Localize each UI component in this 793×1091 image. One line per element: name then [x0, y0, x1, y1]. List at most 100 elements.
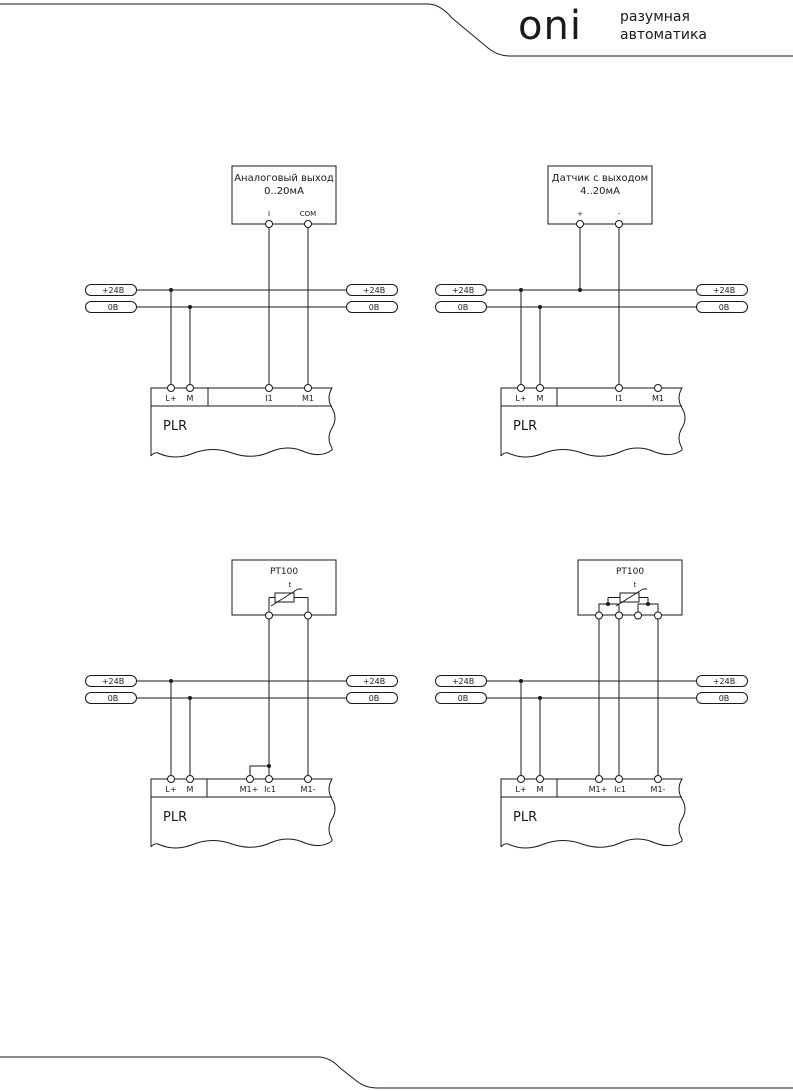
- plc-terminal-label: M: [187, 394, 194, 403]
- plc-label: PLR: [513, 419, 537, 434]
- plc-terminal: [595, 775, 603, 783]
- device-pin-label: -: [618, 210, 621, 218]
- rail-tag-plus-left: [85, 675, 137, 687]
- device-range: 0..20мА: [264, 186, 304, 197]
- plc-body: [150, 778, 336, 849]
- device-name: PT100: [616, 567, 644, 577]
- device-name: Датчик с выходом: [552, 173, 648, 184]
- thermal-arrow: [270, 588, 299, 607]
- device-terminal: [595, 611, 603, 620]
- plc-label: PLR: [163, 419, 187, 434]
- plc-body: [500, 387, 686, 458]
- device-pin-label: COM: [300, 210, 316, 218]
- device-range: 4..20мА: [580, 186, 620, 197]
- rail-tag-plus-right: [346, 675, 398, 687]
- plc-terminal-label: L+: [165, 394, 176, 403]
- plc-terminal-label: M1-: [651, 785, 666, 794]
- device-box: [547, 165, 653, 225]
- plc-terminal-label: Ic1: [614, 785, 626, 794]
- plc-terminal-label: M: [537, 394, 544, 403]
- rail-tag-plus-right: [346, 284, 398, 296]
- plc-terminal: [246, 775, 254, 783]
- rail-label-zero: 0В: [108, 303, 119, 312]
- plc-terminal-label: L+: [515, 394, 526, 403]
- thermal-mark: t: [634, 581, 637, 589]
- device-terminal: [304, 220, 312, 228]
- wire: [637, 603, 659, 612]
- plc-terminal: [517, 775, 525, 783]
- device-pin-label: +: [577, 210, 583, 218]
- rail-tag-zero-left: [435, 301, 487, 313]
- plc-terminal-label: M1: [652, 394, 664, 403]
- plc-terminal: [654, 384, 662, 392]
- wire: [598, 603, 620, 612]
- device-terminal: [615, 220, 623, 228]
- device-name: Аналоговый выход: [234, 173, 334, 184]
- rail-tag-plus-left: [435, 675, 487, 687]
- rail-label-plus: +24В: [452, 286, 474, 295]
- plc-terminal-label: M1+: [240, 785, 259, 794]
- rail-tag-plus-right: [696, 675, 748, 687]
- rail-tag-plus-right: [696, 284, 748, 296]
- device-box: [231, 165, 337, 225]
- rail-tag-zero-left: [85, 301, 137, 313]
- rail-tag-zero-right: [346, 301, 398, 313]
- plc-terminal: [167, 384, 175, 392]
- device-pin-label: I: [268, 210, 270, 218]
- plc-label: PLR: [513, 810, 537, 825]
- rail-label-zero: 0В: [369, 303, 380, 312]
- plc-terminal: [186, 775, 194, 783]
- rail-label-zero: 0В: [719, 303, 730, 312]
- plc-terminal-label: Ic1: [264, 785, 276, 794]
- plc-terminal: [615, 384, 623, 392]
- device-terminal: [654, 611, 662, 620]
- device-box: [231, 559, 337, 616]
- plc-terminal: [654, 775, 662, 783]
- rail-tag-zero-right: [696, 692, 748, 704]
- plc-terminal: [304, 775, 312, 783]
- device-box: [577, 559, 683, 616]
- plc-terminal: [615, 775, 623, 783]
- plc-terminal: [517, 384, 525, 392]
- plc-terminal-label: I1: [615, 394, 622, 403]
- rail-label-plus: +24В: [713, 286, 735, 295]
- device-terminal: [576, 220, 584, 228]
- device-name: PT100: [270, 567, 298, 577]
- rail-tag-zero-left: [435, 692, 487, 704]
- plc-terminal-label: L+: [165, 785, 176, 794]
- rail-tag-plus-left: [435, 284, 487, 296]
- plc-terminal: [265, 775, 273, 783]
- thermal-arrow: [615, 588, 644, 607]
- rail-label-plus: +24В: [363, 677, 385, 686]
- plc-terminal: [265, 384, 273, 392]
- plc-terminal: [167, 775, 175, 783]
- rail-label-plus: +24В: [713, 677, 735, 686]
- rail-label-plus: +24В: [102, 286, 124, 295]
- plc-terminal-label: M: [187, 785, 194, 794]
- rail-label-zero: 0В: [369, 694, 380, 703]
- rail-label-plus: +24В: [102, 677, 124, 686]
- plc-terminal: [536, 384, 544, 392]
- plc-body: [500, 778, 686, 849]
- plc-body: [150, 387, 336, 458]
- jumper-wire: [249, 765, 269, 775]
- rail-label-plus: +24В: [363, 286, 385, 295]
- rail-label-zero: 0В: [458, 303, 469, 312]
- plc-terminal: [304, 384, 312, 392]
- plc-terminal-label: L+: [515, 785, 526, 794]
- rail-tag-zero-right: [696, 301, 748, 313]
- plc-terminal-label: M1-: [301, 785, 316, 794]
- device-terminal: [615, 611, 623, 620]
- rail-tag-plus-left: [85, 284, 137, 296]
- plc-label: PLR: [163, 810, 187, 825]
- device-terminal: [265, 220, 273, 228]
- brand-tagline-line1: разумная: [620, 9, 690, 25]
- device-terminal: [634, 611, 642, 620]
- rail-label-zero: 0В: [108, 694, 119, 703]
- plc-terminal-label: M1: [302, 394, 314, 403]
